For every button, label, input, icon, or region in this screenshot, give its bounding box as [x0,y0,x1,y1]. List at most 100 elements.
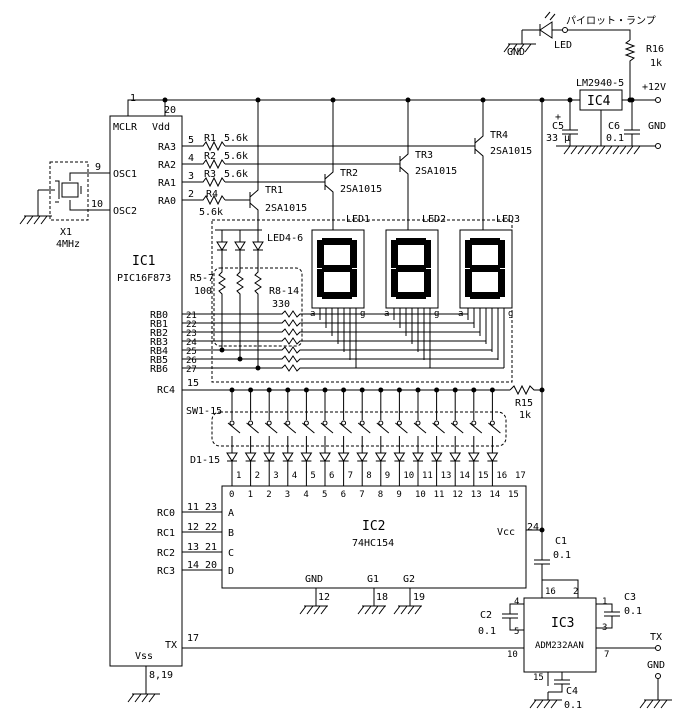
segment [396,265,426,272]
resistor-4 [182,194,226,206]
c1 [534,530,550,598]
ic2-out-5: 5 [322,490,327,500]
r2-ref: R2 [204,151,216,162]
tr4-ref: TR4 [490,130,508,141]
r3-ref: R3 [204,169,216,180]
switch-11 [413,390,427,453]
ic1-part: PIC16F873 [117,273,171,284]
switch-outline [211,411,507,447]
c2 [502,603,524,631]
junction [539,527,545,533]
ic2-outpin: 3 [273,471,278,481]
switch-12 [432,390,445,453]
resistor-1 [182,140,226,152]
segment [465,240,472,268]
segment [465,269,472,297]
ic1-pin-vss: Vss [135,651,153,662]
ic2-num-a: 23 [205,502,217,513]
ic2-part: 74HC154 [352,538,394,549]
ic2-out-1: 1 [248,490,253,500]
diode-6 [319,452,331,486]
ic1-pin-rb1: RB1 [150,319,168,330]
gnd-symbol [393,588,422,615]
rb-bus [182,310,504,372]
ic3-gnd-symbol [529,692,562,709]
switch-contact [322,420,328,426]
ic2-pin-g2: G2 [403,574,415,585]
ic4-caps [556,100,656,147]
ic1-pin-ra1: RA1 [158,178,176,189]
ic1-num-ra2: 4 [188,153,194,164]
ic2-num-d: 20 [205,560,217,571]
diode-2 [244,452,257,486]
ic4-gnd-label: GND [648,121,666,132]
switch-10 [395,390,408,453]
r8-14-val: 330 [272,299,290,310]
junction [539,387,545,393]
switch-13 [450,390,464,453]
r2-val: 5.6k [224,151,248,162]
ic2-vcc-wire [526,100,543,531]
transistor-emitter [324,100,334,180]
diode-13 [449,452,462,486]
ic2-out-3: 3 [285,490,290,500]
ic2-outpin: 17 [515,471,526,481]
ic2-num-g2: 19 [413,592,425,603]
rb-bus-line [182,364,504,372]
ic2-out-2: 2 [266,490,271,500]
ic1-pin-ra3: RA3 [158,142,176,153]
tr1-part: 2SA1015 [265,203,307,214]
ic2-out-10: 10 [415,490,426,500]
segment [322,292,352,299]
pilot-label: パイロット・ランプ [566,15,656,27]
ic1-num-rb0: 21 [186,311,197,321]
c6-val: 0.1 [606,133,624,144]
r5-7-val: 100 [194,286,212,297]
switch-3 [264,390,278,453]
led-4 [216,230,228,350]
ic1-gnd-symbol [127,666,160,703]
diode-15 [486,452,499,486]
ic2-outpin: 9 [385,471,390,481]
crystal-cap-leads [55,180,60,203]
seven-seg-digits [311,229,513,368]
c4 [547,672,570,693]
switch-contact [415,420,421,426]
resistor-2 [182,158,226,170]
ic1-num-rc3: 14 [187,560,199,571]
ic2-outpin: 15 [478,471,489,481]
ic2-out-9: 9 [396,490,401,500]
switch-14 [469,390,483,453]
diode-5 [300,452,313,486]
tr2-part: 2SA1015 [340,184,382,195]
tr3-part: 2SA1015 [415,166,457,177]
ic2-body [221,485,527,589]
segment [322,238,352,245]
ic1-num-rc4: 15 [187,378,199,389]
rb-bus-line [182,346,492,354]
r16-ref: R16 [646,44,664,55]
transistors [225,97,486,230]
rb-bus-line [182,337,486,345]
switch-7 [339,390,352,453]
ic3-pin2-wire [542,579,579,598]
segment-label-g: g [508,309,513,319]
segment [424,240,431,268]
ic3-pin7: 7 [604,650,609,660]
ic2-out-6: 6 [341,490,346,500]
ic2-out-14: 14 [489,490,500,500]
ic2-pin-gnd: GND [305,574,323,585]
ic2-outpin: 13 [441,471,452,481]
segment [424,269,431,297]
segment [396,292,426,299]
switch-6 [320,390,334,453]
junction [539,97,545,103]
pilot-gnd: GND [507,47,525,58]
ic3-body [523,597,597,673]
rb-bus-line [182,319,474,327]
c5-plus: + [555,112,561,123]
switch-15 [488,390,501,453]
c3-val: 0.1 [624,606,642,617]
r4-ref: R4 [206,189,218,200]
